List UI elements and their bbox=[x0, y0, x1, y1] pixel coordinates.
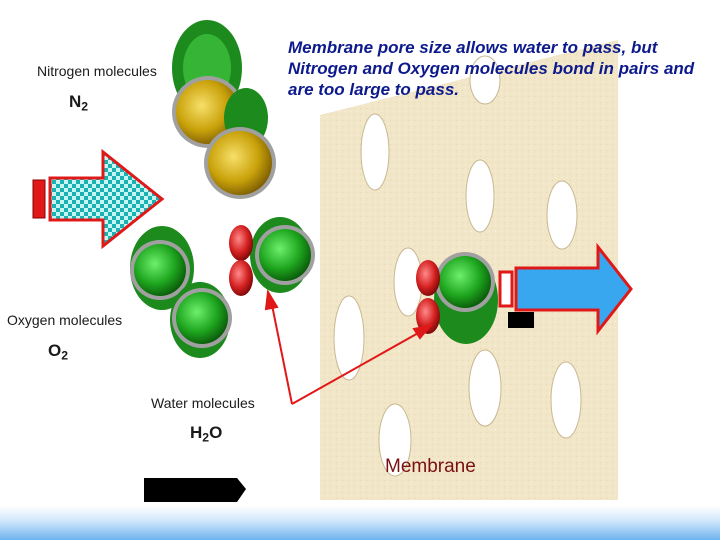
footer-gradient-bar bbox=[0, 506, 720, 540]
membrane-pore bbox=[465, 159, 495, 233]
membrane-pore bbox=[360, 113, 390, 191]
water-molecule bbox=[416, 260, 440, 334]
oxygen-molecule-pair bbox=[130, 226, 232, 358]
o2-symbol: O bbox=[48, 341, 62, 360]
black-bar-decoration bbox=[144, 478, 246, 502]
h2o-formula: H2O bbox=[190, 423, 222, 444]
membrane-pores bbox=[333, 55, 582, 477]
o2-formula: O2 bbox=[48, 341, 68, 362]
membrane-pore bbox=[550, 361, 582, 439]
h2o-o-symbol: O bbox=[209, 423, 223, 442]
nitrogen-molecules-label: Nitrogen molecules bbox=[37, 63, 157, 79]
h2o-h-symbol: H bbox=[190, 423, 203, 442]
output-flow-arrow bbox=[498, 242, 633, 336]
h2o-subscript: 2 bbox=[202, 430, 210, 445]
n2-symbol: N bbox=[69, 92, 82, 111]
membrane-pore bbox=[378, 403, 412, 477]
water-molecules-label: Water molecules bbox=[151, 395, 255, 411]
membrane-pore bbox=[333, 295, 365, 381]
membrane-label: Membrane bbox=[385, 456, 476, 477]
n2-subscript: 2 bbox=[81, 99, 89, 114]
membrane-pore bbox=[469, 55, 501, 105]
membrane-pore bbox=[546, 180, 578, 250]
n2-formula: N2 bbox=[69, 92, 88, 113]
membrane-pore bbox=[468, 349, 502, 427]
water-pointer-lines bbox=[264, 288, 433, 405]
oxygen-molecule-pair bbox=[434, 252, 498, 344]
oxygen-molecules-label: Oxygen molecules bbox=[7, 312, 123, 328]
water-molecule bbox=[229, 225, 253, 296]
nitrogen-molecule-pair bbox=[204, 88, 276, 199]
o2-subscript: 2 bbox=[61, 348, 69, 363]
input-flow-arrow bbox=[32, 148, 165, 250]
diagram-caption: Membrane pore size allows water to pass,… bbox=[288, 38, 695, 99]
oxygen-molecule-pair bbox=[250, 217, 315, 293]
